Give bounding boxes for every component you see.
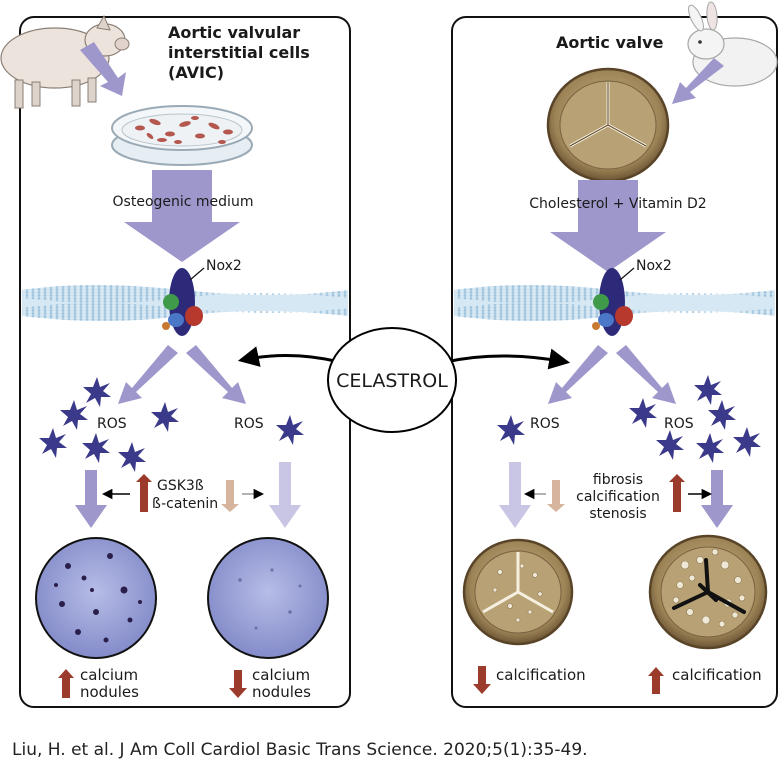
right-diverge-arrows [548,345,676,404]
celastrol-to-right-arrow [445,348,571,370]
left-pathway-line2: ß-catenin [152,496,218,512]
citation-text: Liu, H. et al. J Am Coll Cardiol Basic T… [12,740,588,760]
left-outcome-a-line1: calcium [80,666,138,684]
right-nox2-pointer [619,267,635,281]
right-pathway-arrow-b [701,470,733,528]
right-treatment-label: Cholesterol + Vitamin D2 [529,196,706,212]
left-medium-label: Osteogenic medium [113,194,254,210]
left-diverge-arrows [118,345,246,404]
left-ros-label-a: ROS [97,416,127,432]
right-ros-stars [497,375,761,463]
right-title: Aortic valve [556,33,664,52]
left-title-line3: (AVIC) [168,63,224,82]
left-nox2-label: Nox2 [206,258,242,274]
ros-star [694,375,722,405]
right-ros-label-a: ROS [530,416,560,432]
left-well-high-nodules-icon [35,537,157,659]
right-valve-healthy-icon [546,67,670,183]
right-effect-line3: stenosis [589,506,646,522]
right-valve-severe-calcification-icon [648,534,768,650]
ros-star [83,377,111,407]
right-valve-mild-calcification-icon [462,538,574,646]
right-nox2-complex-icon [592,268,633,336]
rabbit-icon [687,1,778,87]
pig-to-dish-arrow [80,42,126,96]
left-outcome-a-line2: nodules [80,683,139,701]
left-nox2-pointer [189,267,205,281]
ros-star [708,400,736,430]
left-title-line1: Aortic valvular [168,23,300,42]
celastrol-label: CELASTROL [336,370,448,392]
left-up-arrow [136,474,152,512]
right-outcome-up-arrow [648,667,664,694]
pig-icon [0,14,130,109]
left-outcome-down-arrow [229,670,247,698]
left-medium-arrow [124,170,240,262]
left-outcome-up-arrow [58,669,74,698]
left-title-line2: interstitial cells [168,43,310,62]
celastrol-oval [327,327,457,433]
left-down-arrow [221,480,239,512]
ros-star [276,415,304,445]
right-nox2-label: Nox2 [636,258,672,274]
ros-star [629,398,657,428]
petri-dish-icon [111,105,253,166]
ros-star [497,415,525,445]
left-ros-stars [39,377,304,472]
ros-star [118,442,146,472]
ros-star [39,428,67,458]
left-outcome-b-line1: calcium [252,666,310,684]
left-well-low-nodules-icon [207,537,329,659]
right-outcome-down-arrow [473,666,491,694]
right-outcome-b-label: calcification [672,666,762,684]
ros-star [696,433,724,463]
ros-star [151,402,179,432]
left-outcome-b-line2: nodules [252,683,311,701]
left-nox2-complex-icon [162,268,203,336]
right-outcome-a-label: calcification [496,666,586,684]
right-treatment-arrow [550,180,666,272]
rabbit-to-valve-arrow [672,58,724,104]
ros-star [60,400,88,430]
left-pathway-line1: GSK3ß [157,478,204,494]
right-down-arrow [547,480,565,512]
left-ros-label-b: ROS [234,416,264,432]
right-effect-line1: fibrosis [593,472,643,488]
right-up-arrow [669,474,685,512]
left-pathway-arrow-a [75,470,107,528]
right-ros-label-b: ROS [664,416,694,432]
ros-star [82,433,110,463]
ros-star [656,430,684,460]
celastrol-to-left-arrow [237,346,341,367]
right-pathway-arrow-a [499,462,531,528]
left-pathway-arrow-b [269,462,301,528]
ros-star [733,427,761,457]
right-effect-line2: calcification [576,489,660,505]
